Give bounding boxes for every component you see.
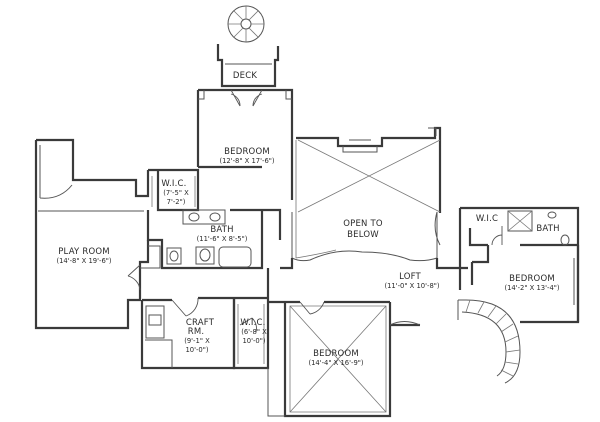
bath-middle-walls	[146, 208, 282, 270]
wic-lower-label: W.I.C.	[240, 318, 265, 328]
deck-walls	[216, 44, 280, 88]
open-to-below-railing	[291, 211, 441, 262]
open-to-below-line1: OPEN TO	[343, 219, 383, 229]
loft-size: (11'-0" X 10'-8")	[384, 282, 439, 290]
craft-room-size-line2: 10'-0")	[185, 346, 208, 354]
bedroom-bottom-label: BEDROOM	[313, 349, 359, 359]
wic-lower-walls	[232, 298, 270, 370]
bedroom-bottom-size: (14'-4" X 16'-9")	[308, 359, 363, 367]
spiral-staircase-bottom	[457, 299, 521, 384]
bedroom-right-label: BEDROOM	[509, 274, 555, 284]
bath-right-door	[491, 226, 503, 246]
wic-upper-label: W.I.C.	[161, 179, 186, 189]
bedroom-right-walls	[470, 245, 580, 324]
play-room-label: PLAY ROOM	[58, 247, 110, 257]
craft-room-door	[171, 297, 199, 317]
wic-lower-door	[239, 317, 257, 333]
bath-right-fixtures	[507, 210, 570, 246]
wic-right-label: W.I.C	[476, 214, 498, 224]
play-room-walls	[34, 138, 150, 330]
wic-lower-size-line2: 10'-0")	[242, 337, 265, 345]
wic-lower-size-line1: (6'-8" X	[241, 328, 267, 336]
bedroom-top-size: (12'-8" X 17'-6")	[219, 157, 274, 165]
bath-right-walls	[458, 206, 580, 322]
open-to-below-walls	[296, 126, 442, 213]
bedroom-bottom-walls	[268, 300, 392, 418]
bath-right-label: BATH	[536, 224, 559, 234]
bedroom-bottom-door	[299, 301, 325, 315]
bedroom-right-size: (14'-2" X 13'-4")	[504, 284, 559, 292]
craft-room-size-line1: (9'-1" X	[184, 337, 210, 345]
spiral-staircase-top	[227, 5, 265, 43]
craft-room-label-line2: RM.	[188, 327, 205, 337]
deck-french-door	[230, 89, 263, 107]
bath-middle-fixtures	[166, 209, 252, 268]
craft-room-fixtures	[145, 305, 173, 368]
play-room-door	[127, 264, 141, 291]
play-room-size: (14'-8" X 19'-6")	[56, 257, 111, 265]
wic-upper-size-line1: (7'-5" X	[163, 189, 189, 197]
bedroom-top-label: BEDROOM	[224, 147, 270, 157]
craft-room-label-line1: CRAFT	[186, 318, 215, 328]
loft-walls	[266, 258, 468, 327]
bath-middle-size: (11'-6" X 8'-5")	[197, 235, 248, 243]
bedroom-top-walls	[196, 88, 294, 200]
bath-middle-label: BATH	[210, 225, 233, 235]
loft-label: LOFT	[399, 272, 421, 282]
deck-label: DECK	[233, 71, 257, 81]
wic-upper-size-line2: 7'-2")	[167, 198, 186, 206]
loft-door	[389, 321, 421, 326]
open-to-below-line2: BELOW	[347, 230, 379, 240]
